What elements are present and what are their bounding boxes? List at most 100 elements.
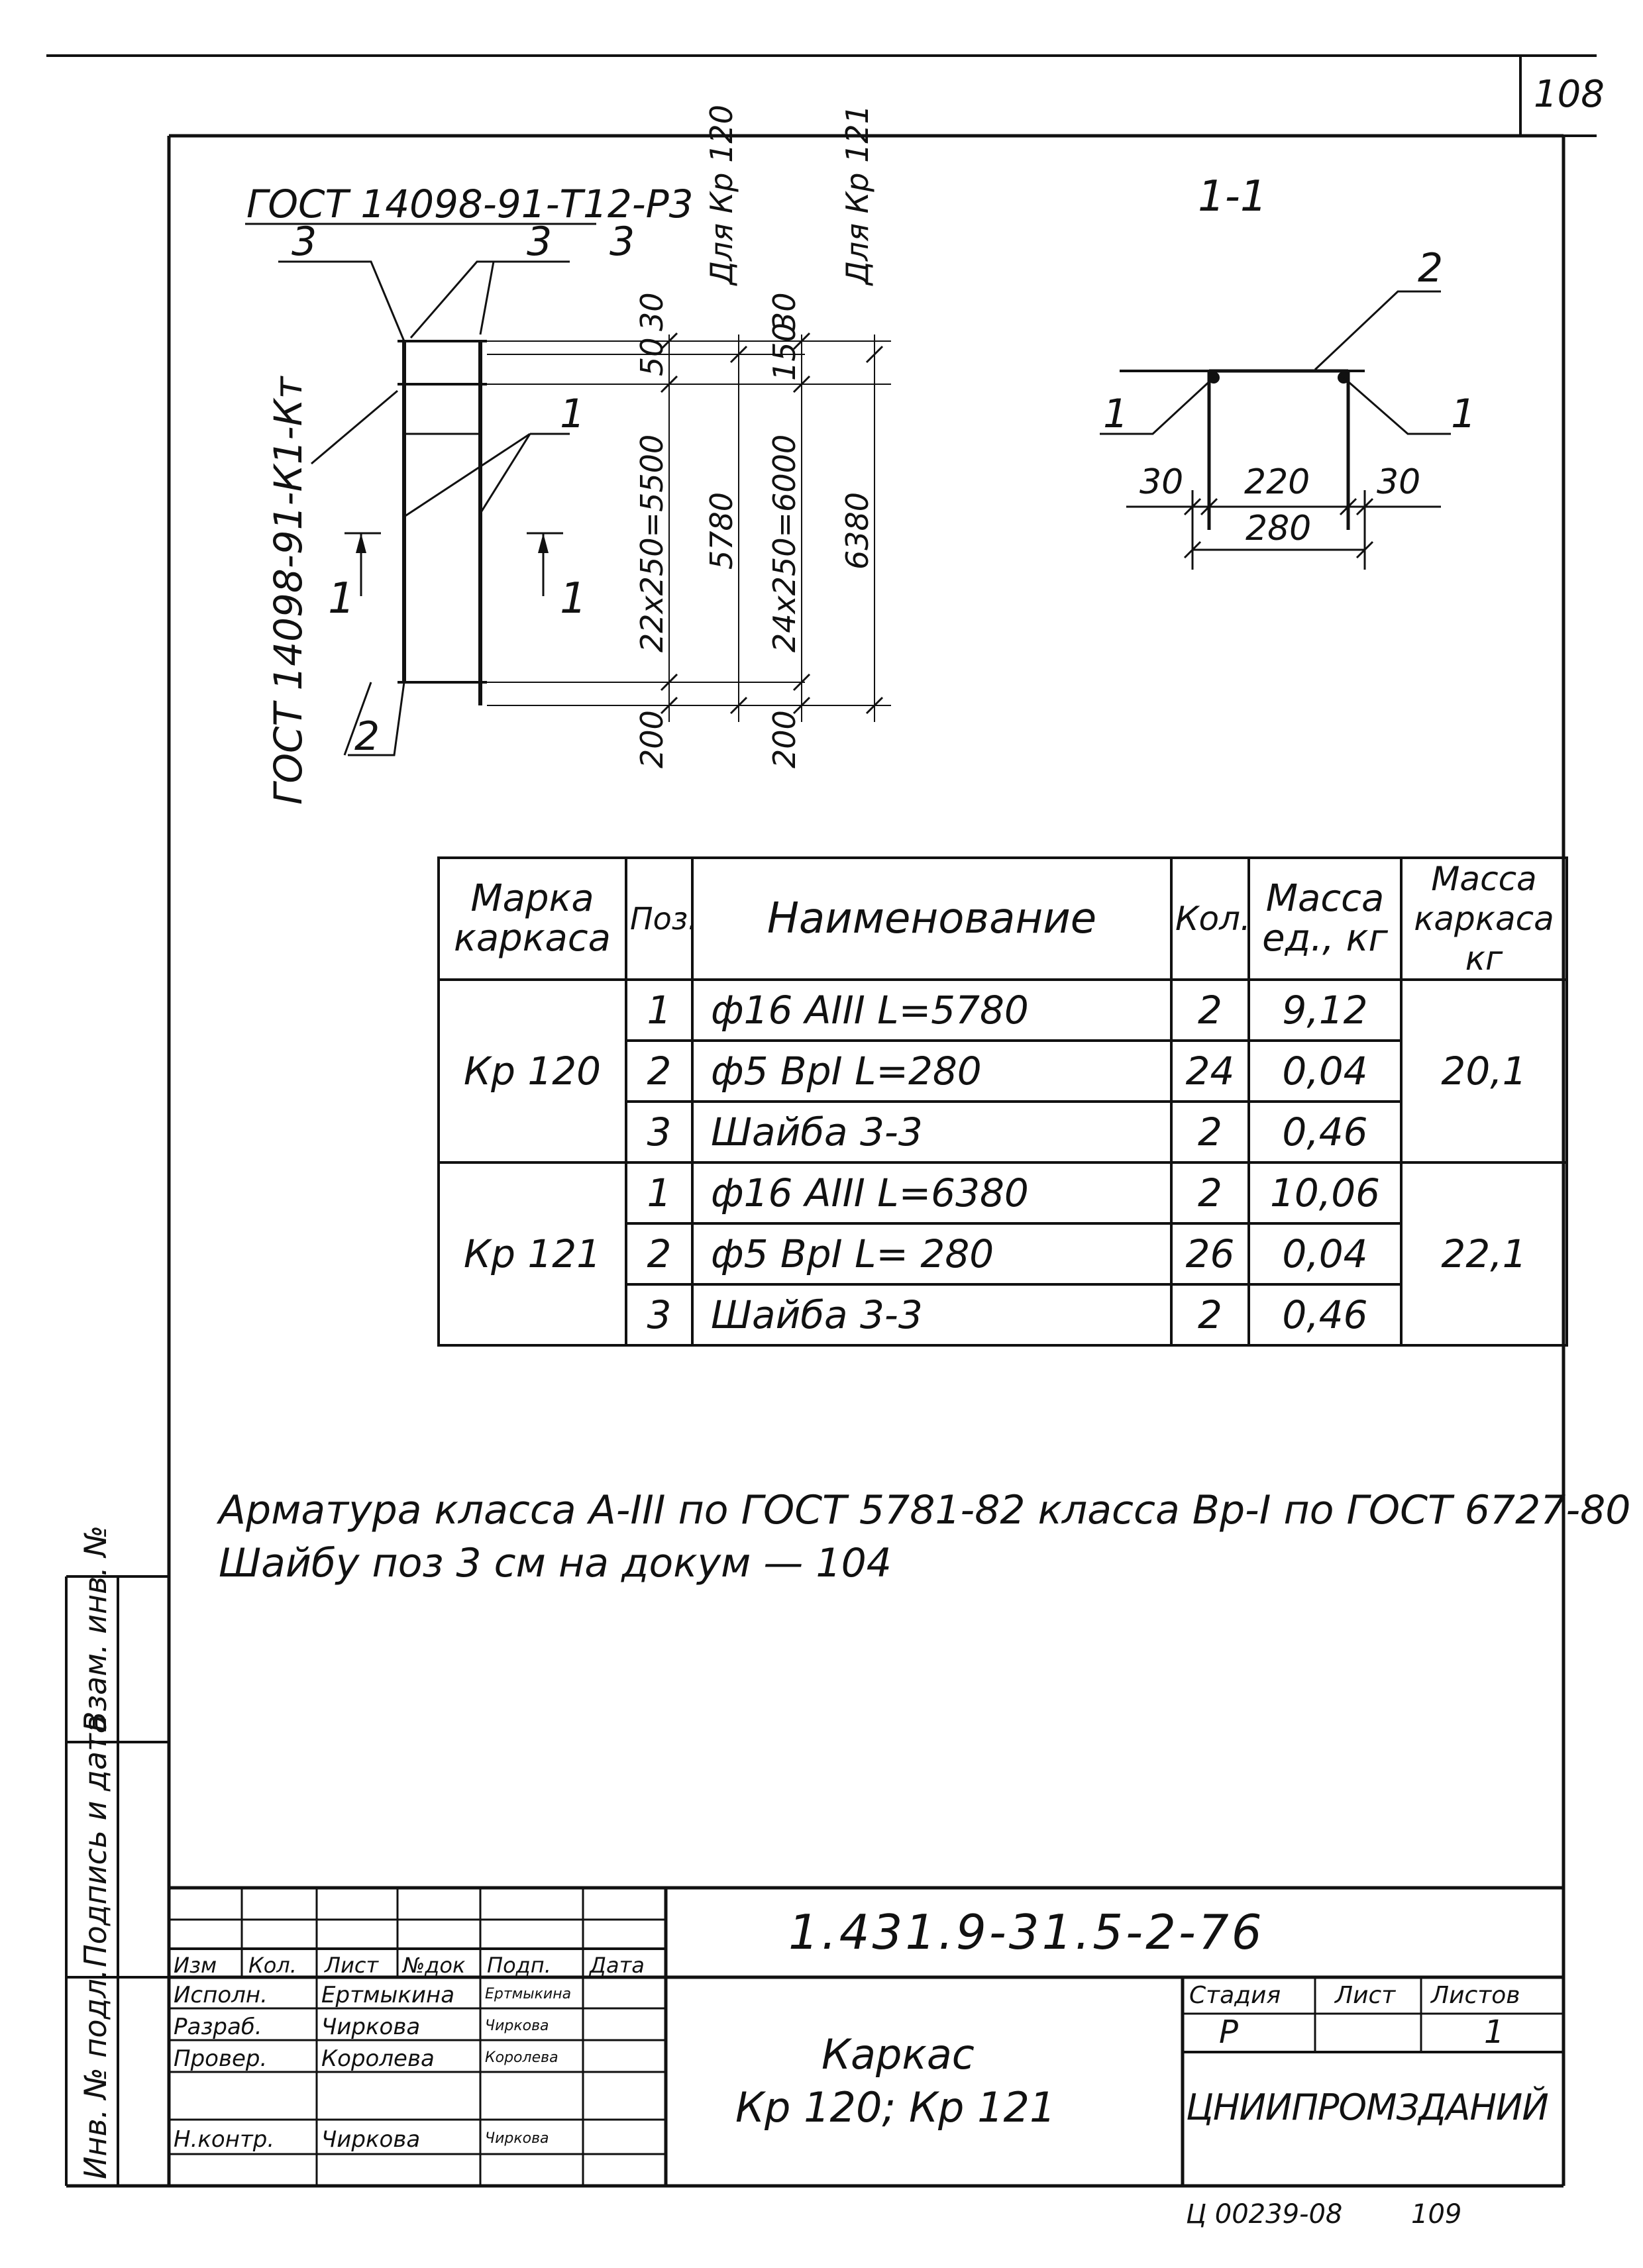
col-kol: Кол. [248,1953,297,1978]
dim-len-120: 5780 [704,492,739,570]
header-name: Наименование [691,856,1173,981]
mass-cell: 0,46 [1247,1100,1403,1164]
pos-cell: 1 [625,978,694,1042]
stamp-replace-inv: Взам. инв. № [78,1525,113,1732]
callout-3-right: 3 [610,219,635,265]
dim-30-a: 30 [634,292,670,331]
role-cell: Исполн. [174,1982,268,2008]
person-cell: Чиркова [321,2014,421,2040]
col-list: Лист [325,1953,379,1978]
header-frame-mass: Масса каркаса кг [1400,856,1568,981]
total-kr121: 22,1 [1400,1161,1568,1347]
header-qty: Кол. [1170,856,1251,981]
name-cell: ф16 АIII L=6380 [691,1161,1173,1225]
dim-30-right: 30 [1377,462,1420,502]
gost-side-label: ГОСТ 14098-91-К1-Кт [266,375,311,805]
name-cell: Шайба 3-3 [691,1100,1173,1164]
pos-cell: 2 [625,1039,694,1103]
total-kr120: 20,1 [1400,978,1568,1164]
label-for-kr121: Для Кр 121 [839,105,875,286]
callout-2-section: 2 [1418,245,1443,291]
pos-cell: 3 [625,1283,694,1347]
archive-code: Ц 00239-08 [1186,2199,1343,2230]
name-cell: ф16 АIII L=5780 [691,978,1173,1042]
stamp-inv-no: Инв. № подл. [78,1969,113,2179]
name-cell: ф5 ВрI L=280 [691,1039,1173,1103]
mass-cell: 9,12 [1247,978,1403,1042]
signature-cell: Ертмыкина [485,1986,572,2002]
col-sign: Подп. [487,1953,551,1978]
section-mark-1-right: 1 [560,574,587,623]
dim-220: 220 [1244,462,1310,502]
note-washer: Шайбу поз 3 см на докум — 104 [219,1540,892,1586]
role-cell: Н.контр. [174,2126,275,2153]
dim-30-b: 30 [767,292,802,331]
table-row: 2 ф5 ВрI L= 280 26 0,04 [439,1222,1567,1286]
callout-1-elevation: 1 [560,391,585,437]
table-row: 3 Шайба 3-3 2 0,46 [439,1283,1567,1347]
dim-200-a: 200 [634,710,670,768]
col-izm: Изм [174,1953,217,1978]
name-cell: Шайба 3-3 [691,1283,1173,1347]
spec-header-row: Марка каркаса Поз. Наименование Кол. Мас… [437,856,1568,981]
sheet-label: Лист [1335,1982,1396,2009]
signature-cell: Чиркова [485,2130,549,2147]
header-pos: Поз. [625,856,698,981]
dim-150: 150 [767,323,802,381]
dim-pitch-121: 24x250=6000 [767,435,802,652]
person-cell: Ертмыкина [321,1982,455,2008]
dim-len-121: 6380 [839,492,875,570]
mass-cell: 10,06 [1247,1161,1403,1225]
footer-page: 109 [1411,2199,1462,2230]
name-cell: ф5 ВрI L= 280 [691,1222,1173,1286]
header-unit-mass: Масса ед., кг [1247,856,1403,981]
dim-200-b: 200 [767,710,802,768]
gost-top-label: ГОСТ 14098-91-Т12-Р3 [246,181,694,227]
table-row: 2 ф5 ВрI L=280 24 0,04 [439,1039,1567,1103]
mass-cell: 0,04 [1247,1039,1403,1103]
role-cell: Провер. [174,2045,268,2072]
col-doc-no: №док [403,1953,466,1978]
dim-280: 280 [1246,509,1311,548]
dim-pitch-120: 22x250=5500 [634,435,670,652]
dim-30-left: 30 [1140,462,1183,502]
signature-cell: Чиркова [485,2018,549,2034]
role-cell: Разраб. [174,2014,262,2040]
stage-value: Р [1219,2014,1238,2051]
qty-cell: 26 [1170,1222,1250,1286]
table-row: 3 Шайба 3-3 2 0,46 [439,1100,1567,1164]
page-number: 108 [1534,73,1605,116]
sheets-value: 1 [1484,2014,1505,2051]
callout-1-section-right: 1 [1451,391,1476,437]
qty-cell: 2 [1170,1100,1250,1164]
mark-kr121: Кр 121 [437,1161,627,1347]
callout-2-elevation: 2 [354,713,380,760]
col-date: Дата [590,1953,645,1978]
section-mark-1-left: 1 [328,574,355,623]
title-line-1: Каркас [822,2030,975,2079]
dim-50: 50 [634,337,670,376]
signature-cell: Королева [485,2049,558,2066]
title-line-2: Кр 120; Кр 121 [735,2083,1056,2132]
qty-cell: 2 [1170,1161,1250,1225]
pos-cell: 2 [625,1222,694,1286]
spec-table: Марка каркаса Поз. Наименование Кол. Мас… [437,856,1568,1347]
doc-code: 1.431.9-31.5-2-76 [788,1904,1265,1960]
pos-cell: 1 [625,1161,694,1225]
stage-label: Стадия [1189,1982,1281,2009]
qty-cell: 2 [1170,1283,1250,1347]
label-for-kr120: Для Кр 120 [704,105,739,286]
person-cell: Королева [321,2045,435,2072]
sheets-label: Листов [1431,1982,1520,2009]
callout-3-mid: 3 [527,219,552,265]
mass-cell: 0,04 [1247,1222,1403,1286]
pos-cell: 3 [625,1100,694,1164]
table-row: Кр 121 1 ф16 АIII L=6380 2 10,06 22,1 [437,1161,1568,1347]
qty-cell: 2 [1170,978,1250,1042]
qty-cell: 24 [1170,1039,1250,1103]
stamp-signature-date: Подпись и дата [78,1715,113,1967]
callout-1-section-left: 1 [1103,391,1128,437]
mark-kr120: Кр 120 [437,978,627,1164]
organization-name: ЦНИИПРОМЗДАНИЙ [1186,2087,1549,2128]
